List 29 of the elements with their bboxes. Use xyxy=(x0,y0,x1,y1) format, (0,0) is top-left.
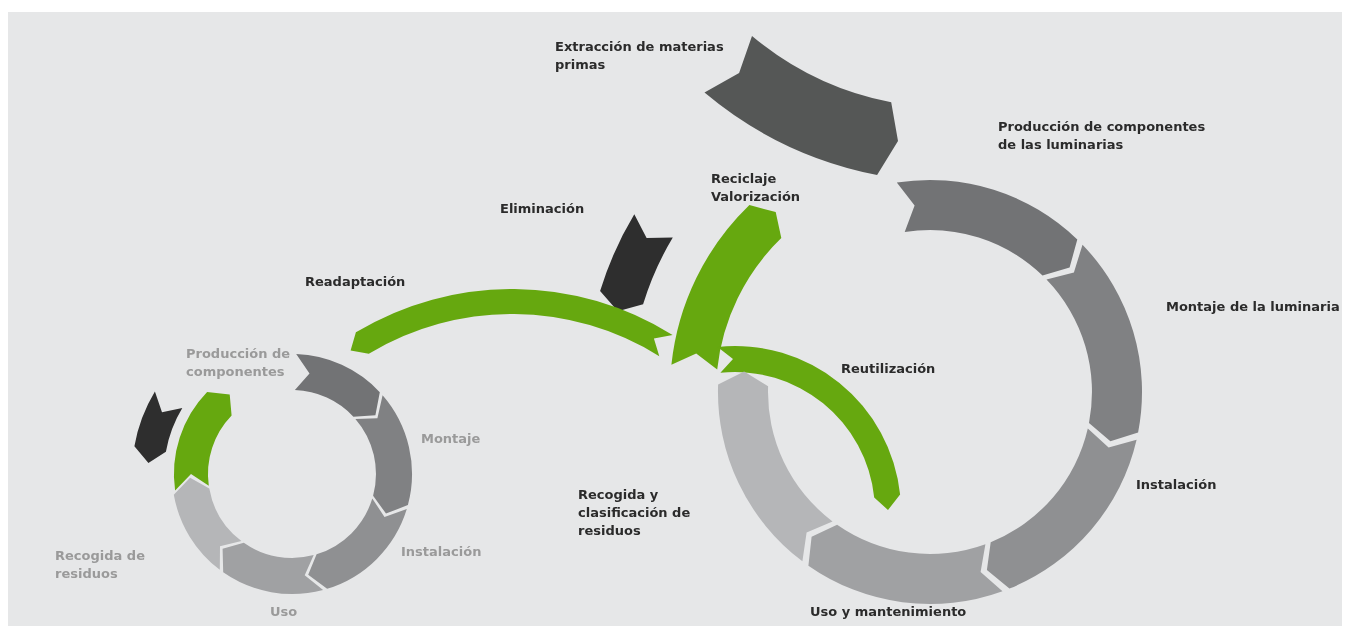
stage-label: Extracción de materias primas xyxy=(555,38,725,74)
arrow-segment xyxy=(1046,244,1142,442)
arrow-segment xyxy=(173,392,232,491)
stage-label: Instalación xyxy=(1136,476,1218,494)
stage-label: Uso xyxy=(270,603,299,621)
stage-label: Montaje de la luminaria xyxy=(1166,298,1341,316)
arrow-segment xyxy=(350,289,673,357)
stage-label: Montaje xyxy=(421,430,482,448)
arrow-segment xyxy=(896,180,1078,276)
arrow-segment xyxy=(671,205,782,370)
stage-label: Producción de componentes xyxy=(186,345,292,381)
arrow-segment xyxy=(134,391,183,463)
arrow-segment xyxy=(986,428,1137,589)
stage-label: Instalación xyxy=(401,543,483,561)
arrow-segment xyxy=(808,524,1003,604)
stage-label: Reutilización xyxy=(841,360,937,378)
arrow-segment xyxy=(355,395,412,514)
arrow-segment xyxy=(600,214,673,312)
arrow-segment xyxy=(173,477,242,570)
arrow-segment xyxy=(222,542,324,594)
stage-label: Recogida de residuos xyxy=(55,547,146,583)
stage-label: Uso y mantenimiento xyxy=(810,603,968,621)
stage-label: Reciclaje Valorización xyxy=(711,170,802,206)
stage-label: Recogida y clasificación de residuos xyxy=(578,486,692,540)
stage-label: Readaptación xyxy=(305,273,407,291)
stage-label: Eliminación xyxy=(500,200,586,218)
stage-label: Producción de componentes de las luminarias xyxy=(998,118,1207,154)
arrow-segment xyxy=(718,371,833,562)
arrow-segment xyxy=(294,354,380,417)
